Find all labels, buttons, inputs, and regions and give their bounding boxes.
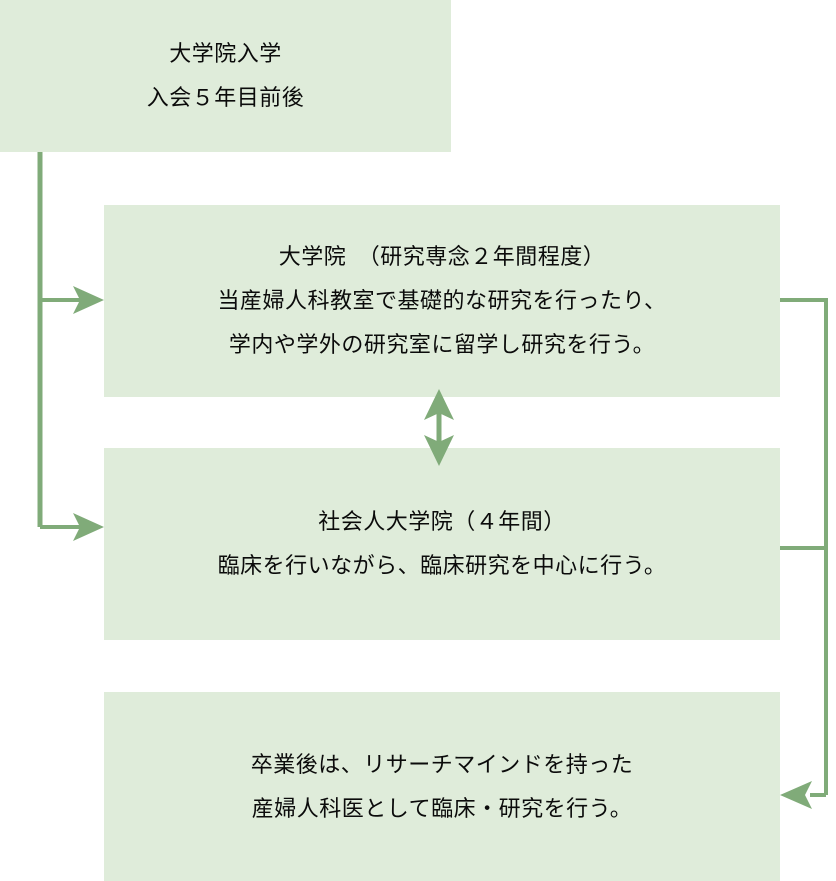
box-after-graduation: 卒業後は、リサーチマインドを持った 産婦人科医として臨床・研究を行う。 [104, 692, 780, 881]
box-graduate-school-line-1: 大学院 （研究専念２年間程度） [278, 244, 606, 269]
box-graduate-school-line-2: 当産婦人科教室で基礎的な研究を行ったり、 [217, 288, 667, 313]
box-working-adult-graduate-school: 社会人大学院（４年間） 臨床を行いながら、臨床研究を中心に行う。 [104, 448, 780, 640]
box-working-adult-line-2: 臨床を行いながら、臨床研究を中心に行う。 [217, 553, 667, 578]
graduate-school-to-after-line [780, 298, 828, 795]
box-graduate-school-line-3: 学内や学外の研究室に留学し研究を行う。 [228, 332, 656, 357]
box-after-graduation-line-2: 産婦人科医として臨床・研究を行う。 [251, 795, 633, 821]
box-after-graduation-line-1: 卒業後は、リサーチマインドを持った [250, 751, 634, 777]
box-graduate-school: 大学院 （研究専念２年間程度） 当産婦人科教室で基礎的な研究を行ったり、 学内や… [104, 205, 780, 397]
box-working-adult-line-1: 社会人大学院（４年間） [318, 509, 566, 534]
entry-to-working-adult-arrowhead [73, 513, 104, 541]
box-graduate-school-entry-line-1: 大学院入学 [169, 41, 282, 66]
entry-to-graduate-school-arrowhead [73, 286, 104, 314]
box-graduate-school-entry: 大学院入学 入会５年目前後 [0, 0, 451, 152]
box-graduate-school-entry-line-2: 入会５年目前後 [146, 85, 305, 110]
merge-to-after-graduation-arrowhead [780, 781, 812, 809]
